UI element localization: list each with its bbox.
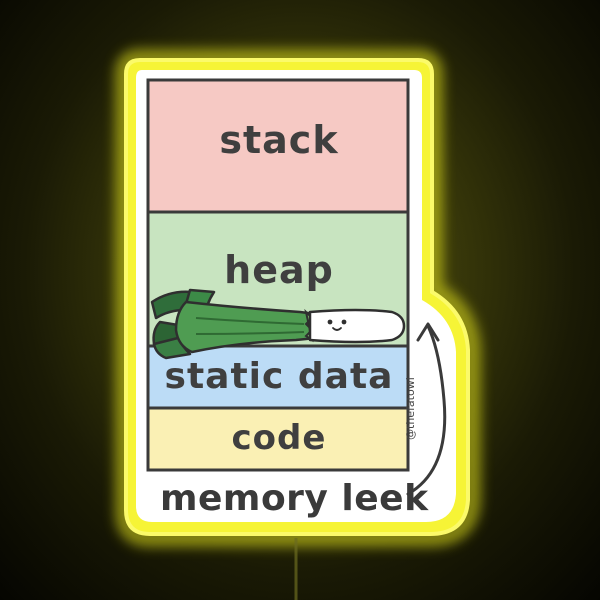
artist-credit: @thefatowl: [404, 377, 417, 440]
code-label: code: [231, 418, 327, 458]
curved-arrow-icon: [406, 322, 447, 496]
leek-character-icon: [150, 288, 406, 360]
heap-label: heap: [224, 248, 334, 292]
static-data-label: static data: [164, 356, 394, 397]
caption-title: memory leek: [160, 478, 429, 519]
stack-label: stack: [219, 118, 339, 162]
stack-segment: [146, 78, 410, 214]
code-segment: [146, 406, 410, 472]
